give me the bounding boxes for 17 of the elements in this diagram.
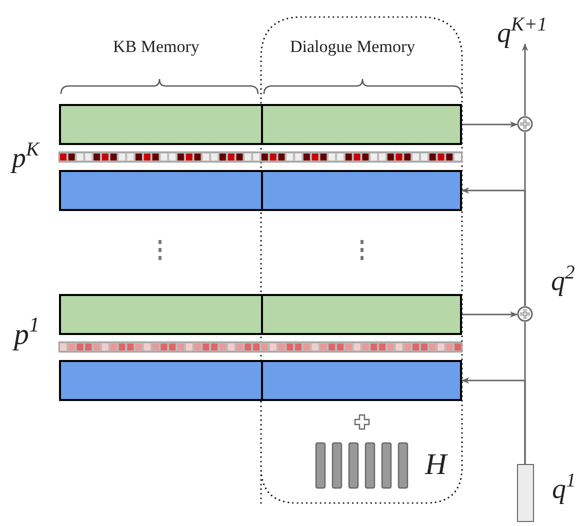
query-label: q$^{1}$ <box>552 476 576 504</box>
section-heading: Dialogue Memory <box>290 38 416 55</box>
memory-bar <box>59 104 462 145</box>
math-label: q$^{2}$ <box>551 268 575 296</box>
math-label: p$^{1}$ <box>14 320 40 350</box>
arrow <box>462 121 518 128</box>
sum-circle <box>517 306 533 322</box>
math-label: H <box>425 450 447 480</box>
memory-bar <box>59 360 462 401</box>
section-heading: KB Memory <box>113 38 200 55</box>
arrow <box>462 311 518 318</box>
memory-bar <box>59 294 462 335</box>
sum-circle <box>517 116 533 132</box>
query-box <box>517 464 534 522</box>
memory-bar <box>59 170 462 211</box>
math-label: p$^{K}$ <box>12 145 40 173</box>
arrow <box>522 43 528 116</box>
